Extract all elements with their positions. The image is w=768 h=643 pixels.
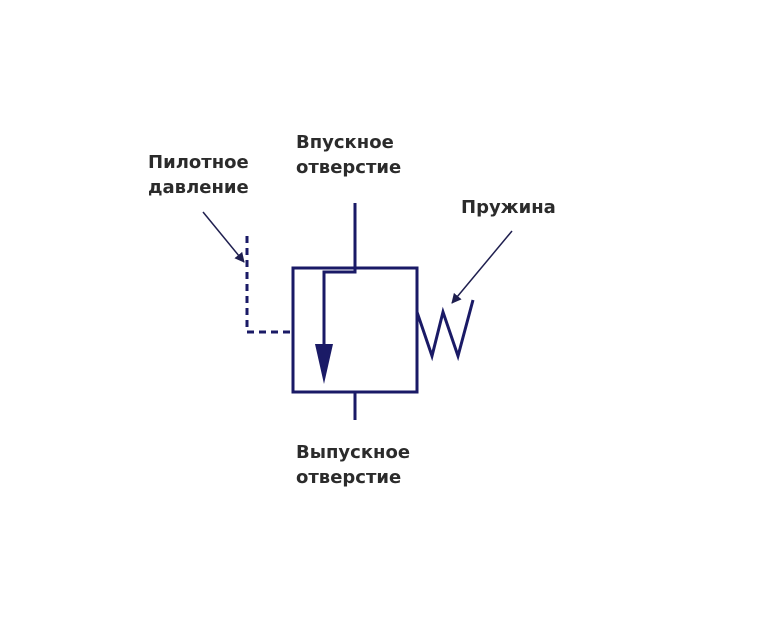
pilot-pressure-line: [245, 236, 293, 334]
pilot-pressure-label-line2: давление: [148, 177, 249, 198]
inlet-port-label-line1: Впускное: [296, 132, 394, 153]
pilot-pressure-label: Пилотное давление: [148, 150, 249, 200]
pilot-pressure-label-line1: Пилотное: [148, 152, 249, 173]
inlet-port-label: Впускное отверстие: [296, 130, 401, 180]
spring-icon: [415, 299, 475, 362]
outlet-port-label: Выпускное отверстие: [296, 440, 410, 490]
spring-leader-arrow: [451, 230, 513, 304]
flow-path-line: [322, 268, 357, 345]
outlet-port-label-line2: отверстие: [296, 467, 402, 488]
valve-body: [291, 266, 419, 394]
spring-label: Пружина: [461, 197, 556, 218]
inlet-port-label-line2: отверстие: [296, 157, 402, 178]
flow-arrow-icon: [315, 344, 333, 384]
outlet-port-label-line1: Выпускное: [296, 442, 411, 463]
pilot-leader-arrow: [202, 211, 245, 263]
